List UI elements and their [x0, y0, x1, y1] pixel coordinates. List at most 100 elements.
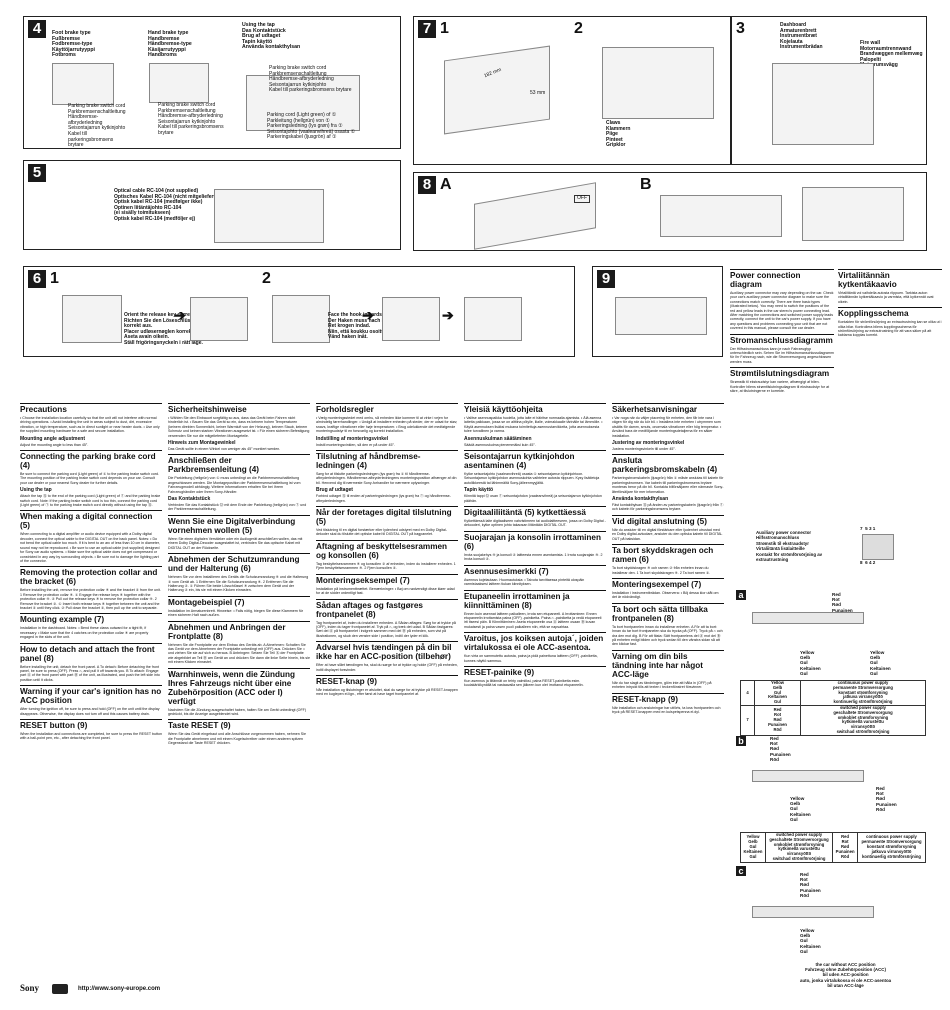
section-heading: Ansluta parkeringsbromskabeln (4) — [612, 454, 724, 474]
section-heading: Anschließen der Parkbremsenleitung (4) — [168, 454, 310, 474]
section-body: Efter at have slået tændingen fra, skal … — [316, 663, 458, 672]
panel-5: 5 Optical cable RC-104 (not supplied) Op… — [23, 160, 401, 250]
dimension-height: 53 mm — [530, 90, 546, 96]
step-8-b: B — [640, 176, 652, 193]
section-heading: Abnehmen und Anbringen der Frontplatte (… — [168, 620, 310, 641]
section-body: Ved tilslutning til en digital forstærke… — [316, 528, 448, 537]
foot-brake-label: Foot brake type Fußbremse Fodbremse-type… — [52, 30, 95, 59]
attach-detail-illustration — [802, 187, 904, 241]
section-body: Be sure to connect the parking cord (Lig… — [20, 472, 160, 485]
continuous-power-cell: continuous power supply permanente Strom… — [799, 680, 927, 706]
collar-illustration — [62, 295, 122, 343]
step-8-a: A — [440, 176, 452, 193]
section-heading: Når der foretages digital tilslutning (5… — [316, 506, 458, 526]
section-heading: Seisontajarrun kytkinjohdon asentaminen … — [464, 450, 606, 470]
subsection-heading: Asennuskulman säätäminen — [464, 435, 532, 442]
text-column-danish: Forholdsregler• Vælg monteringsstedet me… — [316, 400, 458, 699]
section-body: Nehmen Sie die Frontplatte vor dem Einba… — [168, 642, 310, 665]
section-heading: RESET-knapp (9) — [612, 692, 724, 704]
bracket-step2-illustration — [382, 297, 440, 341]
section-heading: Asennusesimerkki (7) — [464, 564, 606, 576]
panel-6: 6 1 2 Orient the release key correctly. … — [23, 266, 575, 357]
text-column-finnish: Yleisiä käyttöohjeita• Valitse asennuspa… — [464, 400, 606, 690]
section-body: Wenn Sie einen digitalen Verstärker oder… — [168, 536, 303, 550]
mounting-illustration — [602, 47, 714, 119]
step-7-1: 1 — [440, 20, 449, 37]
connector-legend: Auxiliary power connector Hilfsstromansc… — [756, 530, 823, 563]
section-heading: Warning if your car's ignition has no AC… — [20, 685, 162, 706]
section-body: When the installation and connections ar… — [20, 732, 162, 741]
wire-yellow-cell: Yellow Gelb Gul Keltainen Gul — [754, 680, 801, 706]
section-body: Kytkettäessä laite digitaaliseen vahvist… — [464, 519, 606, 528]
section-heading: Ta bort skyddskragen och ramen (6) — [612, 544, 724, 564]
text-column-english: Precautions• Choose the installation loc… — [20, 400, 162, 743]
section-body: När installation och anslutningar har ut… — [612, 705, 721, 714]
section-heading: Strømtilslutningsdiagram — [730, 367, 834, 378]
connector-illustration — [862, 534, 894, 560]
continuous-power-cell: continuous power supply permanente Strom… — [857, 832, 926, 863]
diagram-b-red-label-2: Red Rot Rød Punainen Röd — [876, 786, 897, 812]
diagram-c-note: the car without ACC position Fahrzeug oh… — [800, 962, 892, 988]
like-no-other-logo-icon — [52, 984, 68, 994]
section-body: • Valitse asennuspaikka huolella, jotta … — [464, 416, 603, 434]
diagram-c-red-label: Red Rot Rød Punainen Röd — [800, 872, 821, 898]
section-body: När du ansluter till en digital förstärk… — [612, 527, 723, 541]
diagram-b-letter: b — [736, 736, 746, 746]
section-body: Irrota suojakehys ⑨ ja konsoli ② laittee… — [464, 552, 603, 562]
text-column-german: Sicherheitshinweise• Wählen Sie den Einb… — [168, 400, 310, 748]
firewall-label: Fire wall Motorraumtrennwand Brandvæggen… — [860, 40, 923, 69]
callout-brake-cord-1: Parking brake switch cord Parkbremsensch… — [68, 103, 126, 149]
diagram-b-yellow-label: Yellow Gelb Gul Keltainen Gul — [790, 796, 811, 822]
hand-brake-illustration — [149, 63, 209, 103]
section-body: Indstil monteringsvinklen, så den er på … — [316, 442, 395, 447]
callout-brake-cord-2: Parking brake switch cord Parkbremsensch… — [158, 102, 224, 136]
subsection-heading: Brug af udtaget — [316, 487, 353, 494]
optical-cable-label: Optical cable RC-104 (not supplied) Opti… — [114, 188, 217, 222]
dashboard-illustration — [772, 63, 874, 145]
section-body: Auxiliary power connector may vary depen… — [730, 291, 834, 331]
diagram-c-yellow-label: Yellow Gelb Gul Keltainen Gul — [800, 928, 821, 954]
section-heading: Removing the protection collar and the b… — [20, 566, 162, 586]
section-body: When connecting to a digital amplifier o… — [20, 532, 160, 563]
section-heading: Mounting example (7) — [20, 613, 162, 624]
subsection-heading: Justering av monteringsvinkel — [612, 440, 685, 447]
section-heading: RESET-knap (9) — [316, 674, 458, 686]
diagram-a-connector-icon — [752, 612, 864, 624]
section-heading: Wenn Sie eine Digitalverbindung vornehme… — [168, 514, 310, 535]
subsection-heading: Hinweis zum Montagewinkel — [168, 440, 236, 447]
section-heading: Varning om din bils tändning inte har nå… — [612, 649, 724, 679]
section-body: Parkeringsbromskabeln (ljusgrön) från ① … — [612, 476, 724, 494]
section-body: Asennus kojelautaan. Huomautuksia: • Tai… — [464, 577, 585, 587]
section-heading: Säkerhetsanvisningar — [612, 403, 724, 414]
release-key-callout: Orient the release key correctly. Richte… — [124, 312, 203, 346]
section-heading: When making a digital connection (5) — [20, 510, 162, 530]
text-column-swedish: Säkerhetsanvisningar• Var noga när du vä… — [612, 400, 724, 716]
section-body: När du har slagit av tändningen, glöm in… — [612, 680, 712, 690]
sony-logo: Sony — [20, 983, 40, 993]
section-heading: Precautions — [20, 403, 162, 414]
section-body: Installation i instrumentbrädan. Observe… — [612, 590, 719, 600]
section-heading: Taste RESET (9) — [168, 719, 310, 730]
wire-yellow-cell: Yellow Gelb Gul Keltainen Gul — [740, 832, 766, 863]
tap-illustration — [246, 75, 360, 131]
diagram-b-red-label: Red Rot Rød Punainen Röd — [770, 736, 791, 762]
arrow-right-icon: ➔ — [362, 307, 374, 323]
panel-4: 4 Foot brake type Fußbremse Fodbremse-ty… — [23, 16, 401, 149]
switched-power-cell: switched power supply geschaltete Stromv… — [764, 832, 834, 863]
section-body: Tag beskyttelsesrammen ⑨ og konsollen ② … — [316, 561, 456, 571]
callout-brake-cord-3: Parking brake switch cord Parkbremsensch… — [269, 65, 352, 94]
section-body: Kun asennus ja liitännät on tehty valmii… — [464, 678, 584, 688]
subsection-heading: Das Kontaktstück — [168, 496, 211, 503]
section-heading: Monteringsexempel (7) — [612, 577, 724, 589]
section-body: Sørg for at tilslutte parkeringsledninge… — [316, 472, 457, 485]
callout-parking-cord: Parking cord (Light green) of ① Parkleit… — [267, 112, 356, 141]
tap-title: Using the tap Das Kontaktstück Brug af u… — [242, 22, 301, 51]
section-body: • Vælg monteringsstedet med omhu, så enh… — [316, 416, 458, 434]
wire-red-cell: Red Rot Rød Punainen Röd — [754, 704, 801, 736]
section-body: Die Parkleitung (hellgrün) von ① muss un… — [168, 476, 301, 494]
section-body: Ennen kuin asennat laitteen paikalleen, … — [464, 611, 602, 629]
section-heading: Abnehmen der Schutzumrandung und der Hal… — [168, 553, 310, 573]
arrow-right-icon: ➔ — [174, 307, 186, 323]
step-6-1: 1 — [50, 270, 59, 287]
